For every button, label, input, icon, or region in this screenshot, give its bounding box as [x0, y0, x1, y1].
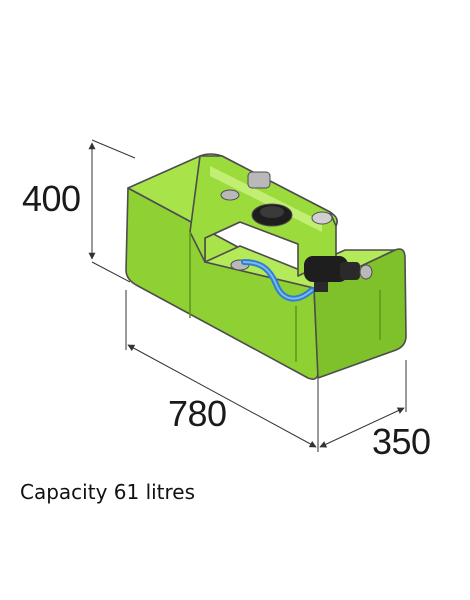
- height-dimension-label: 400: [22, 178, 81, 219]
- width-dimension-label: 350: [372, 421, 431, 462]
- length-dimension-label: 780: [168, 393, 227, 434]
- width-dimension-arrow: [319, 407, 405, 448]
- filler-cap-icon: [251, 203, 293, 227]
- vent-fitting-icon: [220, 171, 333, 271]
- water-pump-icon: [304, 256, 373, 292]
- dimension-lines: [88, 139, 407, 452]
- capacity-caption: Capacity 61 litres: [20, 480, 196, 504]
- length-dimension-arrow: [127, 344, 317, 448]
- water-tank-icon: [125, 153, 407, 380]
